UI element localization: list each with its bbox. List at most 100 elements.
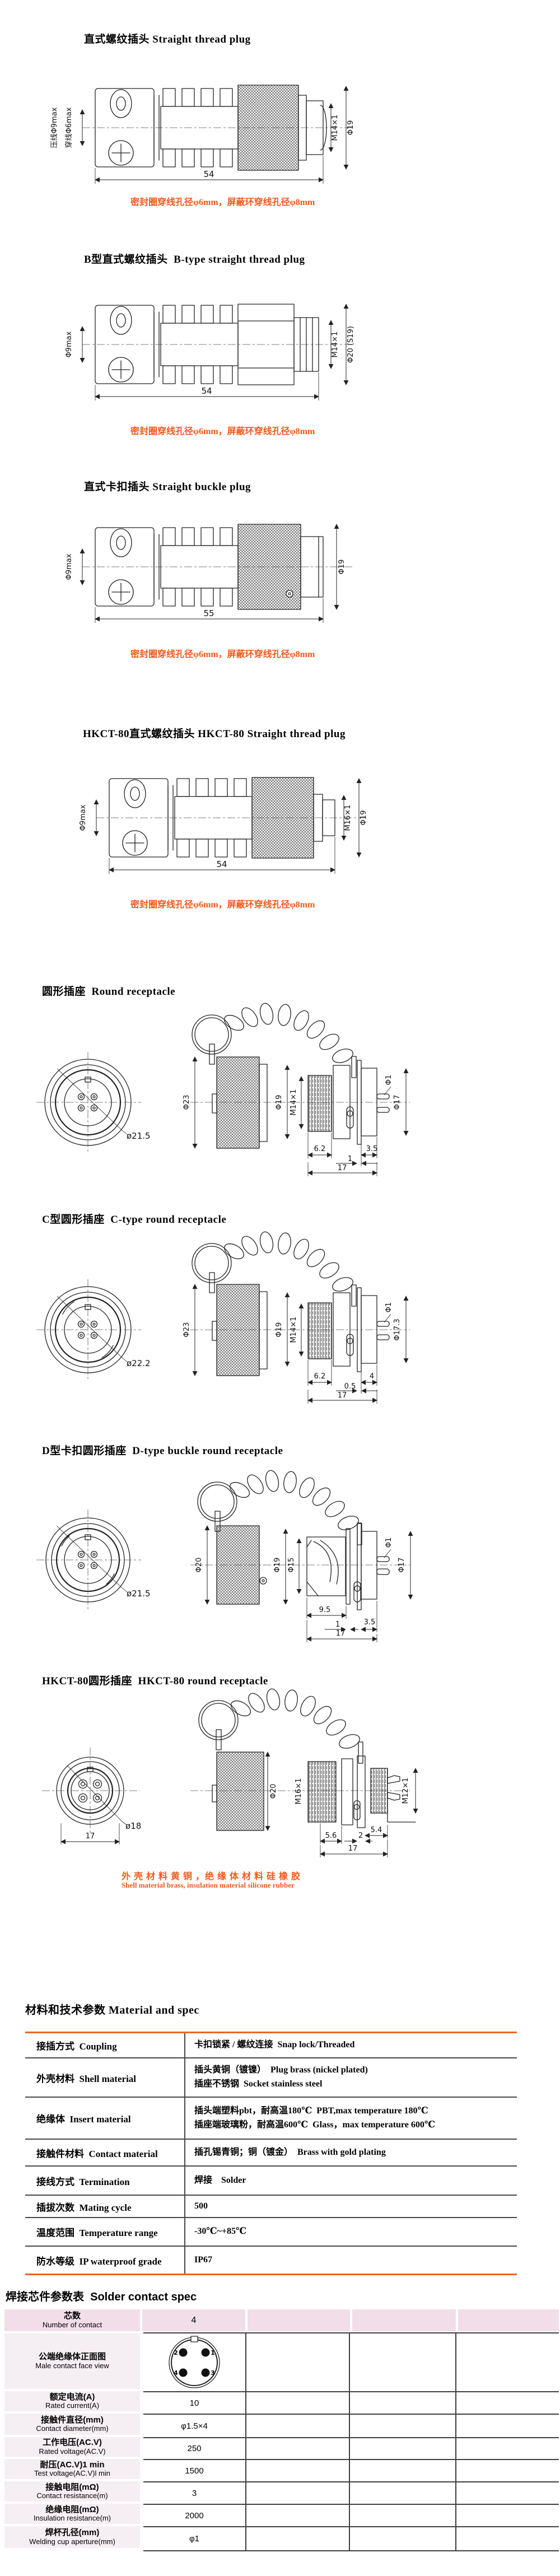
label-cn: 工作电压(AC.V) bbox=[43, 2438, 102, 2448]
header-label-cn: 芯数 bbox=[63, 2311, 81, 2321]
header-value-cell: 4 bbox=[142, 2309, 245, 2331]
dim-length: 55 bbox=[203, 608, 214, 618]
empty-cell bbox=[456, 2333, 559, 2392]
empty-cell bbox=[456, 2438, 559, 2460]
dim-left: Φ9max bbox=[65, 331, 73, 357]
empty-cell bbox=[350, 2415, 456, 2438]
header-empty-cell bbox=[248, 2309, 350, 2331]
cap-diameter: Φ20 bbox=[269, 1784, 278, 1799]
empty-cell bbox=[456, 2460, 559, 2482]
pin-number: 3 bbox=[211, 2369, 215, 2377]
section1-note: 密封圈穿线孔径φ6mm，屏蔽环穿线孔径φ8mm bbox=[130, 198, 315, 207]
label-cn: 耐压(AC.V)1 min bbox=[40, 2459, 105, 2470]
dim-thread: M14×1 bbox=[331, 332, 339, 358]
table-row: 接线方式 Termination 焊接 Solder bbox=[25, 2167, 517, 2196]
dimensions: Φ9max M14×1 Φ20 (S19) 54 bbox=[65, 304, 355, 400]
row-value: 500 bbox=[185, 2196, 517, 2217]
front-diameter-label: ø21.5 bbox=[127, 1589, 151, 1599]
label-en: Welding cup aperture(mm) bbox=[29, 2537, 115, 2546]
section8-note-cn: 外 壳 材 料 黄 铜 ，绝 缘 体 材 料 硅 橡 胶 bbox=[122, 1872, 301, 1881]
empty-cell bbox=[246, 2460, 350, 2482]
header-empty-cell bbox=[352, 2309, 456, 2331]
male-face-diagram: 2 1 4 3 bbox=[169, 2335, 220, 2388]
pin-diameter: Φ1 bbox=[385, 1302, 393, 1313]
label-en: Rated current(A) bbox=[45, 2401, 100, 2410]
plug-body bbox=[95, 304, 319, 385]
material-table-title: 材料和技术参数 Material and spec bbox=[25, 2004, 199, 2016]
header-empty-cell bbox=[458, 2309, 559, 2331]
dim-diameter: Φ19 bbox=[360, 810, 368, 826]
row-label: 接触电阻(mΩ) Contact resistance(m) bbox=[4, 2481, 140, 2502]
row-value: 插头黄铜（镀镍） Plug brass (nickel plated)插座不锈钢… bbox=[185, 2058, 517, 2097]
side-view: Φ23 Φ19 M14×1 Φ1 Φ17 6.2 1 3.5 17 bbox=[183, 1001, 410, 1176]
section8-title: HKCT-80圆形插座 HKCT-80 round receptacle bbox=[42, 1675, 268, 1687]
label-cn: 接触电阻(mΩ) bbox=[45, 2482, 99, 2492]
value-line: 插头黄铜（镀镍） Plug brass (nickel plated) bbox=[194, 2065, 368, 2075]
empty-cell bbox=[350, 2505, 456, 2527]
dimensions: Φ9max Φ19 55 bbox=[65, 524, 346, 623]
row-value: 焊接 Solder bbox=[185, 2167, 517, 2195]
value-line: 插头端塑料pbt，耐高温180℃ PBT,max temperature 180… bbox=[194, 2105, 428, 2116]
empty-cell bbox=[350, 2333, 456, 2392]
solder-table-header: 芯数 Number of contact 4 bbox=[4, 2309, 559, 2331]
value-line: -30℃~+85℃ bbox=[194, 2226, 247, 2237]
row-label: 工作电压(AC.V) Rated voltage(AC.V) bbox=[4, 2437, 140, 2457]
value-cell: φ1.5×4 bbox=[143, 2415, 246, 2438]
row-value: -30℃~+85℃ bbox=[185, 2218, 517, 2246]
dim-d1: 9.5 bbox=[319, 1606, 331, 1614]
cap-diameter: Φ23 bbox=[183, 1322, 191, 1338]
dim-d2: 1 bbox=[348, 1155, 352, 1163]
inner-diameter: Φ15 bbox=[287, 1558, 296, 1573]
row-value: IP67 bbox=[185, 2247, 517, 2274]
dim-total: 17 bbox=[338, 1391, 347, 1400]
dim-d2: 2 bbox=[358, 1832, 363, 1840]
section6-drawing: ø22.2 Φ23 Φ19 M14×1 Φ1 bbox=[36, 1230, 410, 1404]
empty-cell bbox=[350, 2527, 456, 2551]
face-view-label: 公端绝缘体正面图 Male contact face view bbox=[4, 2333, 140, 2389]
value-cell: 1500 bbox=[143, 2460, 246, 2482]
section1-title: 直式螺纹插头 Straight thread plug bbox=[84, 34, 251, 45]
label-en: Insulation resistance(m) bbox=[34, 2514, 111, 2523]
table-row: 外壳材料 Shell material 插头黄铜（镀镍） Plug brass … bbox=[25, 2058, 517, 2098]
section2-note: 密封圈穿线孔径φ6mm，屏蔽环穿线孔径φ8mm bbox=[130, 427, 315, 436]
section5-title: 圆形插座 Round receptacle bbox=[42, 986, 176, 998]
row-label: 接触件材料 Contact material bbox=[25, 2140, 185, 2165]
front-width: 17 bbox=[86, 1832, 95, 1841]
side-view: Φ23 Φ19 M14×1 Φ1 Φ17.3 6.2 0.5 4 17 bbox=[183, 1230, 410, 1404]
row-label: 接线方式 Termination bbox=[25, 2167, 185, 2195]
header-label-cell: 芯数 Number of contact bbox=[4, 2309, 140, 2331]
body-diameter: Φ19 bbox=[275, 1095, 283, 1110]
face-view-cell: 2 1 4 3 bbox=[143, 2333, 246, 2392]
section4-note: 密封圈穿线孔径φ6mm，屏蔽环穿线孔径φ8mm bbox=[130, 900, 315, 910]
label-en: Male contact face view bbox=[35, 2361, 109, 2370]
pin-diameter: Φ1 bbox=[385, 1538, 393, 1548]
row-label: 耐压(AC.V)1 min Test voltage(AC.V)l min bbox=[4, 2459, 140, 2479]
dim-d2: 1 bbox=[335, 1620, 340, 1629]
front-view: ø22.2 bbox=[36, 1279, 151, 1380]
front-view: ø18 17 bbox=[42, 1748, 141, 1844]
pin-diameter: Φ1 bbox=[385, 1075, 393, 1086]
side-view: Φ20 Φ19 Φ15 Φ1 Φ17 9.5 1 3.5 17 bbox=[190, 1469, 413, 1642]
dim-d1: 6.2 bbox=[314, 1372, 326, 1381]
label-en: Contact diameter(mm) bbox=[36, 2424, 109, 2433]
plug-body bbox=[109, 777, 335, 859]
dim-length: 54 bbox=[203, 169, 214, 179]
section3-drawing: Φ9max Φ19 55 bbox=[65, 524, 354, 623]
empty-cell bbox=[456, 2392, 559, 2415]
label-cn: 绝缘电阻(mΩ) bbox=[45, 2504, 99, 2514]
dim-diameter: Φ20 (S19) bbox=[347, 326, 355, 363]
dim-length: 54 bbox=[216, 859, 227, 869]
section1-drawing: 压线Φ9max 穿线Φ6max M14×1 Φ19 54 bbox=[50, 85, 355, 184]
dim-d3: 5.4 bbox=[371, 1826, 382, 1834]
row-label: 额定电流(A) Rated current(A) bbox=[4, 2391, 140, 2411]
dim-left: Φ9max bbox=[65, 553, 73, 580]
side-view: Φ20 M16×1 M12×1 5.6 2 5.4 17 bbox=[190, 1687, 418, 1857]
label-cn: 额定电流(A) bbox=[49, 2392, 95, 2402]
row-label: 绝缘体 Insert material bbox=[25, 2098, 185, 2139]
cap-diameter: Φ20 bbox=[195, 1558, 203, 1573]
dimensions: Φ9max M16×1 Φ19 54 bbox=[79, 778, 368, 874]
value-cell: φ1 bbox=[143, 2527, 246, 2551]
dim-d1: 5.6 bbox=[325, 1832, 337, 1840]
label-en: Contact resistance(m) bbox=[36, 2491, 108, 2500]
